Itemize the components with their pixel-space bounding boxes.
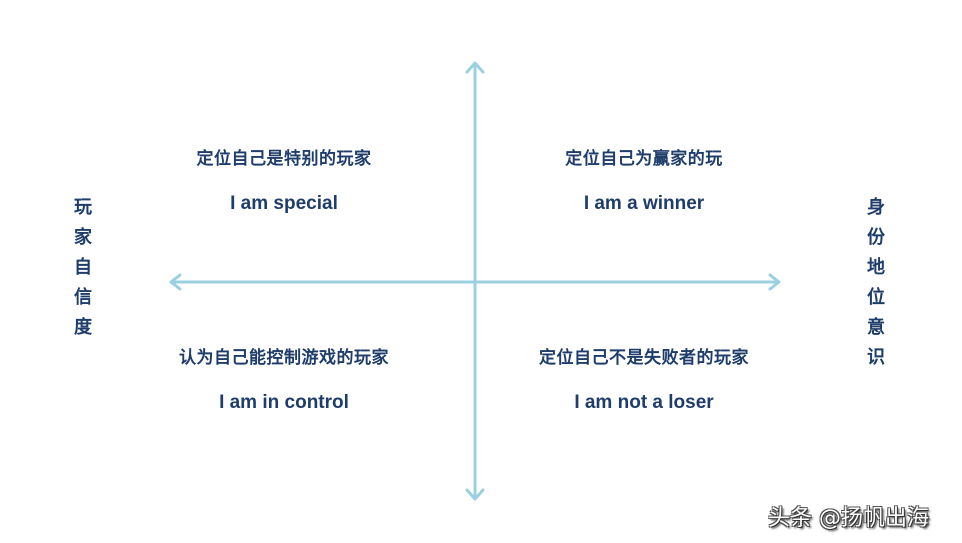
quadrant-en-text: I am special <box>230 193 338 214</box>
quadrant-top-left: 定位自己是特别的玩家 I am special <box>124 144 444 215</box>
quadrant-en-text: I am a winner <box>583 193 705 214</box>
axis-label-char: 度 <box>74 317 92 338</box>
axis-label-char: 识 <box>867 347 885 368</box>
axis-label-char: 位 <box>867 287 885 308</box>
axis-label-char: 份 <box>867 227 885 248</box>
axis-label-char: 地 <box>867 257 885 278</box>
axis-label-char: 自 <box>74 257 92 278</box>
quadrant-cn-text: 定位自己为赢家的玩 <box>565 149 723 169</box>
arrow-left-icon <box>169 273 182 291</box>
axis-label-char: 玩 <box>74 197 92 218</box>
axis-label-status-awareness: 身 份 地 位 意 识 <box>861 193 891 373</box>
axis-label-char: 信 <box>74 287 92 308</box>
quadrant-cn-text: 认为自己能控制游戏的玩家 <box>179 348 389 368</box>
quadrant-en-text: I am not a loser <box>574 392 714 413</box>
axis-label-player-confidence: 玩 家 自 信 度 <box>68 193 98 343</box>
quadrant-top-right: 定位自己为赢家的玩 I am a winner <box>484 144 804 215</box>
arrow-down-icon <box>465 488 485 501</box>
axis-label-char: 家 <box>74 227 92 248</box>
arrow-right-icon <box>768 273 781 291</box>
quadrant-bottom-left: 认为自己能控制游戏的玩家 I am in control <box>124 343 444 414</box>
watermark: 头条 @扬帆出海 <box>768 506 929 531</box>
quadrant-bottom-right: 定位自己不是失败者的玩家 I am not a loser <box>484 343 804 414</box>
axis-label-char: 意 <box>867 317 885 338</box>
quadrant-en-text: I am in control <box>219 392 349 413</box>
quadrant-cn-text: 定位自己是特别的玩家 <box>196 149 372 169</box>
quadrant-cn-text: 定位自己不是失败者的玩家 <box>539 348 749 368</box>
axis-label-char: 身 <box>867 197 885 218</box>
arrow-up-icon <box>465 61 485 74</box>
